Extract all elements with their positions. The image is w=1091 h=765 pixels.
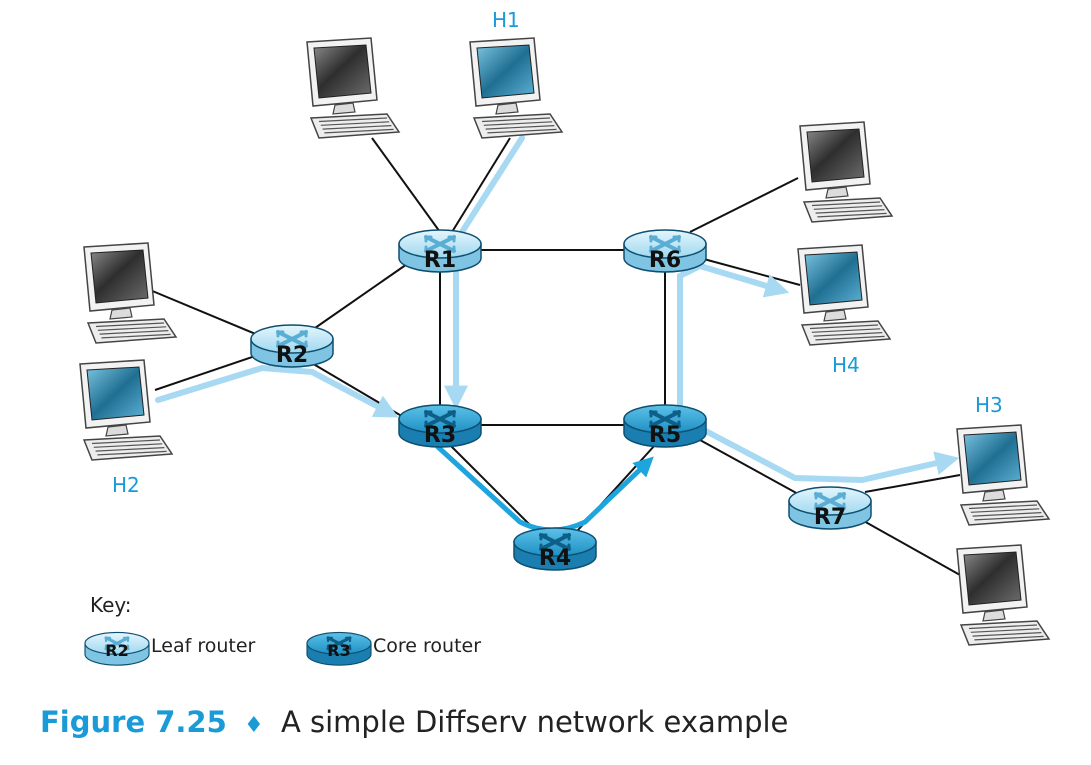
router-r7 bbox=[788, 486, 872, 530]
router-r3 bbox=[398, 404, 482, 448]
router-label-r1: R1 bbox=[424, 248, 456, 273]
link-r7-h3 bbox=[864, 474, 961, 493]
key-core-router-icon bbox=[306, 631, 372, 666]
router-r1 bbox=[398, 229, 482, 273]
caption-separator: ♦ bbox=[244, 713, 264, 738]
router-label-r2: R2 bbox=[276, 343, 308, 368]
host-h1 bbox=[469, 37, 564, 139]
link-r6-host-right bbox=[689, 177, 799, 233]
host-bottom-right bbox=[956, 544, 1051, 646]
link-r5-r7 bbox=[699, 439, 801, 496]
key-leaf-router-shape bbox=[84, 631, 150, 666]
router-r4 bbox=[513, 527, 597, 571]
host-h2 bbox=[79, 359, 174, 461]
router-label-r6: R6 bbox=[649, 248, 681, 273]
link-h2-r2 bbox=[154, 354, 259, 391]
host-right-top bbox=[799, 121, 894, 223]
host-h4 bbox=[797, 244, 892, 346]
router-r6 bbox=[623, 229, 707, 273]
host-label-h1: H1 bbox=[492, 8, 520, 32]
host-h3 bbox=[956, 424, 1051, 526]
host-label-h4: H4 bbox=[832, 353, 860, 377]
figure-caption: Figure 7.25 ♦ A simple Diffserv network … bbox=[40, 705, 788, 739]
host-top-left bbox=[306, 37, 401, 139]
router-label-r4: R4 bbox=[539, 546, 571, 571]
link-host-left-r2 bbox=[149, 289, 259, 336]
router-label-r7: R7 bbox=[814, 505, 846, 530]
link-host-top-r1 bbox=[371, 137, 441, 233]
hosts bbox=[79, 37, 1051, 646]
link-r1-r2 bbox=[314, 261, 411, 329]
host-label-h2: H2 bbox=[112, 473, 140, 497]
router-r5 bbox=[623, 404, 707, 448]
figure-title: A simple Diffserv network example bbox=[280, 705, 789, 739]
link-r2-r3 bbox=[309, 361, 406, 419]
key-leaf-router-icon bbox=[84, 631, 150, 666]
key-core-router-label: R3 bbox=[327, 641, 350, 660]
host-left-top bbox=[83, 242, 178, 344]
key-title: Key: bbox=[90, 593, 132, 617]
flow-r5-to-r7-to-h3 bbox=[697, 425, 960, 484]
router-label-r5: R5 bbox=[649, 423, 681, 448]
figure-number: Figure 7.25 bbox=[40, 705, 227, 739]
key-leaf-text: Leaf router bbox=[151, 635, 256, 657]
flow-h2-to-r3 bbox=[155, 364, 399, 418]
router-r2 bbox=[250, 324, 334, 368]
link-r7-host-bottom bbox=[861, 519, 961, 576]
link-h1-r1 bbox=[451, 137, 511, 233]
router-label-r3: R3 bbox=[424, 423, 456, 448]
flow-r5-to-r6-to-h4 bbox=[677, 262, 790, 415]
host-labels: H1 H2 H3 H4 bbox=[112, 8, 1003, 497]
key-core-text: Core router bbox=[373, 635, 481, 657]
key-legend: Key: Leaf router Core router R2 R3 bbox=[84, 593, 481, 666]
key-core-router-shape bbox=[306, 631, 372, 666]
key-leaf-router-label: R2 bbox=[105, 641, 128, 660]
host-label-h3: H3 bbox=[975, 393, 1003, 417]
link-r3-r4 bbox=[449, 444, 536, 531]
